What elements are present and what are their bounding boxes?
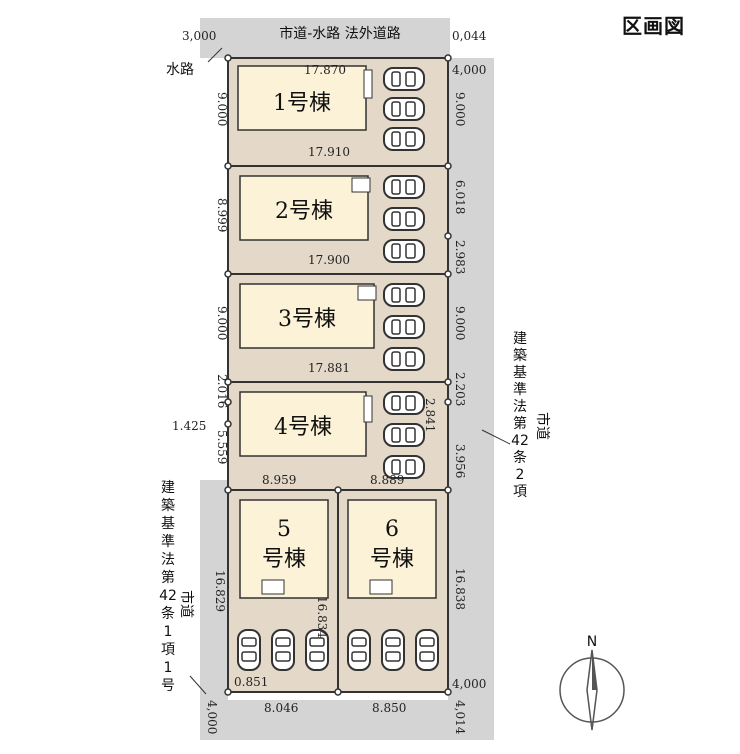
lot-2-right-depth-a: 6.018 [453, 180, 467, 214]
svg-text:第: 第 [513, 415, 527, 432]
lot-4-inner: 2.841 [423, 398, 437, 432]
lot-6-right-depth: 16.838 [453, 568, 467, 610]
svg-text:基: 基 [513, 364, 527, 381]
lot-6-bottom-width: 8.850 [372, 701, 406, 715]
left-road [200, 480, 228, 700]
lot-1-left-depth: 9.000 [215, 92, 229, 126]
lot-4-left-depth-a: 2.016 [215, 374, 229, 408]
lot-6-suffix: 号棟 [370, 547, 414, 572]
lot-2-left-depth: 8.999 [215, 198, 229, 232]
svg-text:42: 42 [159, 588, 177, 604]
north-label: N [587, 634, 597, 650]
lot-5-left-depth: 16.829 [213, 570, 227, 612]
svg-text:市道: 市道 [534, 412, 551, 440]
lot-4-bottom-left-width: 8.959 [262, 473, 296, 487]
lot-6-number: 6 [385, 517, 399, 542]
lot-4-label: 4号棟 [274, 415, 332, 440]
lot-4-left-depth-b: 5.559 [215, 430, 229, 464]
diagram-title: 区画図 [622, 14, 685, 38]
house-2 [239, 175, 369, 241]
right-road-top-width: 4,000 [452, 63, 486, 77]
lot-4-right-depth-a: 2.203 [453, 372, 467, 406]
lot-3-label: 3号棟 [278, 307, 336, 332]
svg-text:号: 号 [161, 678, 175, 694]
lot-1-bottom-width: 17.910 [308, 145, 350, 159]
svg-text:建: 建 [513, 331, 527, 347]
house-1 [237, 65, 367, 131]
lot-3-left-depth: 9.000 [215, 306, 229, 340]
svg-text:準: 準 [513, 382, 527, 398]
svg-text:法: 法 [161, 552, 175, 568]
lot-4-left-jog: 1.425 [172, 419, 206, 433]
lot-5-inner-depth: 16.834 [315, 596, 329, 638]
house-3 [239, 283, 375, 349]
svg-text:築: 築 [161, 498, 175, 514]
lot-5-suffix: 号棟 [262, 547, 306, 572]
lot-1-right-depth: 9.000 [453, 92, 467, 126]
bottom-road [200, 700, 494, 740]
svg-text:条: 条 [161, 605, 175, 622]
bottom-right-width: 4,014 [453, 700, 467, 735]
top-road-label: 市道-水路 法外道路 [279, 25, 401, 42]
house-4 [239, 391, 367, 457]
right-road [448, 58, 494, 718]
svg-text:項: 項 [161, 642, 175, 658]
lot-1-top-width: 17.870 [304, 63, 346, 77]
north-arrow-icon: N [559, 634, 625, 731]
lot-3-right-depth: 9.000 [453, 306, 467, 340]
right-road-bottom-label: 4,000 [452, 677, 486, 691]
water-label: 水路 [166, 62, 194, 78]
right-road-vertical-label: 建 築 基 準 法 第 42 条 2 項 市道 [511, 331, 551, 500]
lot-2-label: 2号棟 [275, 199, 333, 224]
svg-text:築: 築 [513, 348, 527, 364]
svg-text:1: 1 [164, 660, 173, 676]
lot-4-right-depth-b: 3.956 [453, 444, 467, 478]
svg-text:2: 2 [516, 467, 525, 483]
top-road-left-width: 3,000 [182, 29, 216, 43]
top-road-right-width: 0,044 [452, 29, 487, 43]
top-road [200, 18, 450, 58]
left-road-bottom-width: 4,000 [205, 700, 219, 734]
lot-5-number: 5 [277, 517, 291, 542]
lot-4-bottom-right-width: 8.889 [370, 473, 404, 487]
lot-2-bottom-width: 17.900 [308, 253, 350, 267]
lot-1-label: 1号棟 [273, 91, 331, 116]
svg-text:42: 42 [511, 433, 529, 449]
svg-text:建: 建 [161, 480, 175, 496]
svg-text:第: 第 [161, 569, 175, 586]
svg-text:項: 項 [513, 484, 527, 500]
lot-5-corner: 0.851 [234, 675, 268, 689]
svg-text:市道: 市道 [178, 590, 195, 618]
svg-text:基: 基 [161, 515, 175, 532]
lot-2-right-depth-b: 2.983 [453, 240, 467, 274]
svg-text:準: 準 [161, 534, 175, 550]
left-road-vertical-label: 建 築 基 準 法 第 42 条 1 項 1 号 市道 [159, 480, 195, 694]
lot-5-bottom-width: 8.046 [264, 701, 298, 715]
svg-text:法: 法 [513, 399, 527, 415]
svg-text:1: 1 [164, 624, 173, 640]
lot-3-bottom-width: 17.881 [308, 361, 350, 375]
svg-text:条: 条 [513, 449, 527, 466]
